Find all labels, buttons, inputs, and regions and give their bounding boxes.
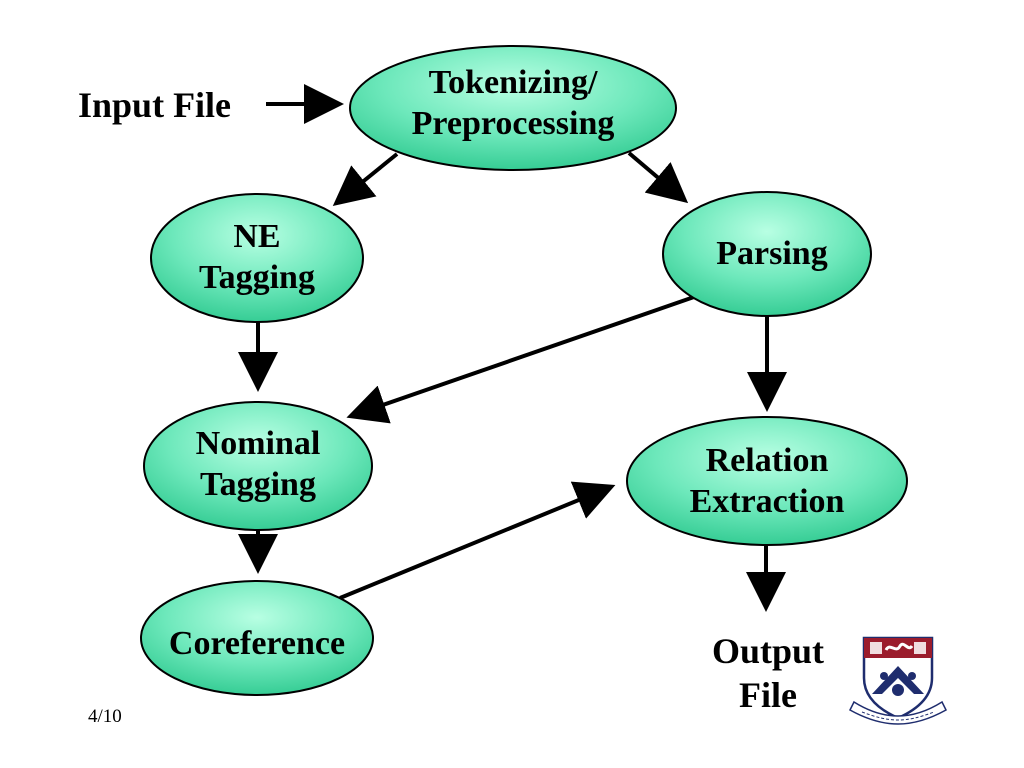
input-file-label: Input File — [78, 85, 232, 125]
node-relation-extraction — [626, 416, 908, 546]
arrow-tokenizing-to-ne-tagging — [332, 152, 399, 207]
node-nominal-tagging — [143, 401, 373, 531]
node-parsing — [662, 191, 872, 317]
slide-number: 4/10 — [88, 706, 122, 727]
edges — [238, 84, 787, 612]
output-file-label: Output File — [711, 631, 825, 715]
label-tokenizing: Tokenizing/ Preprocessing — [411, 64, 615, 143]
node-coreference — [140, 580, 374, 696]
arrow-tokenizing-to-parsing — [627, 151, 689, 204]
label-relation-extraction: Relation Extraction — [689, 442, 845, 521]
label-parsing: Parsing — [716, 235, 828, 272]
label-coreference: Coreference — [168, 625, 346, 662]
arrow-coreference-to-relation — [339, 481, 616, 600]
crest-ribbon — [849, 700, 947, 725]
label-nominal-tagging: Nominal Tagging — [195, 425, 321, 504]
node-tokenizing — [349, 45, 677, 171]
crest-chevron — [872, 666, 924, 694]
arrow-parsing-to-nominal — [346, 295, 695, 424]
node-ne-tagging — [150, 193, 364, 323]
university-crest-logo — [849, 636, 947, 725]
label-ne-tagging: NE Tagging — [199, 218, 315, 297]
